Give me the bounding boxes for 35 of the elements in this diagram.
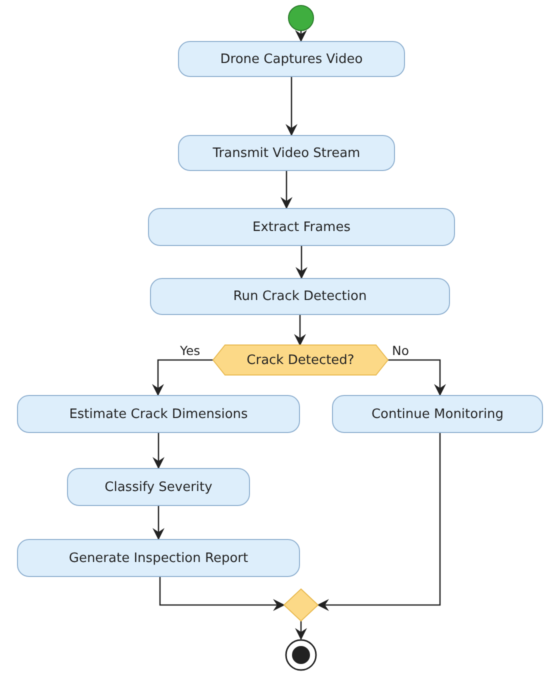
end-node bbox=[285, 639, 317, 671]
arrow bbox=[159, 577, 285, 611]
edge-label: Yes bbox=[179, 344, 202, 358]
action-box bbox=[17, 539, 300, 577]
arrow bbox=[317, 433, 441, 611]
action-box bbox=[150, 278, 450, 315]
action-label: Transmit Video Stream bbox=[212, 146, 360, 160]
arrow bbox=[152, 359, 213, 396]
edge-label: No bbox=[391, 344, 410, 358]
decision-hexagon bbox=[213, 345, 388, 375]
action-label: Estimate Crack Dimensions bbox=[69, 406, 248, 422]
arrow bbox=[388, 359, 446, 396]
arrow bbox=[295, 30, 307, 42]
action-box bbox=[67, 468, 250, 506]
arrow bbox=[280, 171, 292, 209]
action-label: Extract Frames bbox=[252, 220, 350, 234]
action-box bbox=[178, 41, 405, 77]
action-label: Continue Monitoring bbox=[371, 406, 504, 422]
arrow bbox=[296, 246, 308, 279]
arrow bbox=[152, 433, 164, 469]
action-label: Classify Severity bbox=[104, 480, 212, 494]
arrow bbox=[286, 77, 298, 136]
arrow bbox=[295, 621, 307, 640]
action-label: Generate Inspection Report bbox=[68, 550, 248, 566]
start-node bbox=[288, 5, 314, 31]
merge-diamond bbox=[284, 589, 318, 621]
action-box bbox=[148, 208, 455, 246]
action-box bbox=[332, 395, 543, 433]
action-label: Run Crack Detection bbox=[233, 289, 367, 304]
action-box bbox=[17, 395, 300, 433]
arrow bbox=[152, 506, 164, 540]
action-label: Drone Captures Video bbox=[220, 52, 363, 66]
decision-label: Crack Detected? bbox=[246, 352, 354, 368]
arrow bbox=[294, 315, 306, 346]
action-box bbox=[178, 135, 395, 171]
